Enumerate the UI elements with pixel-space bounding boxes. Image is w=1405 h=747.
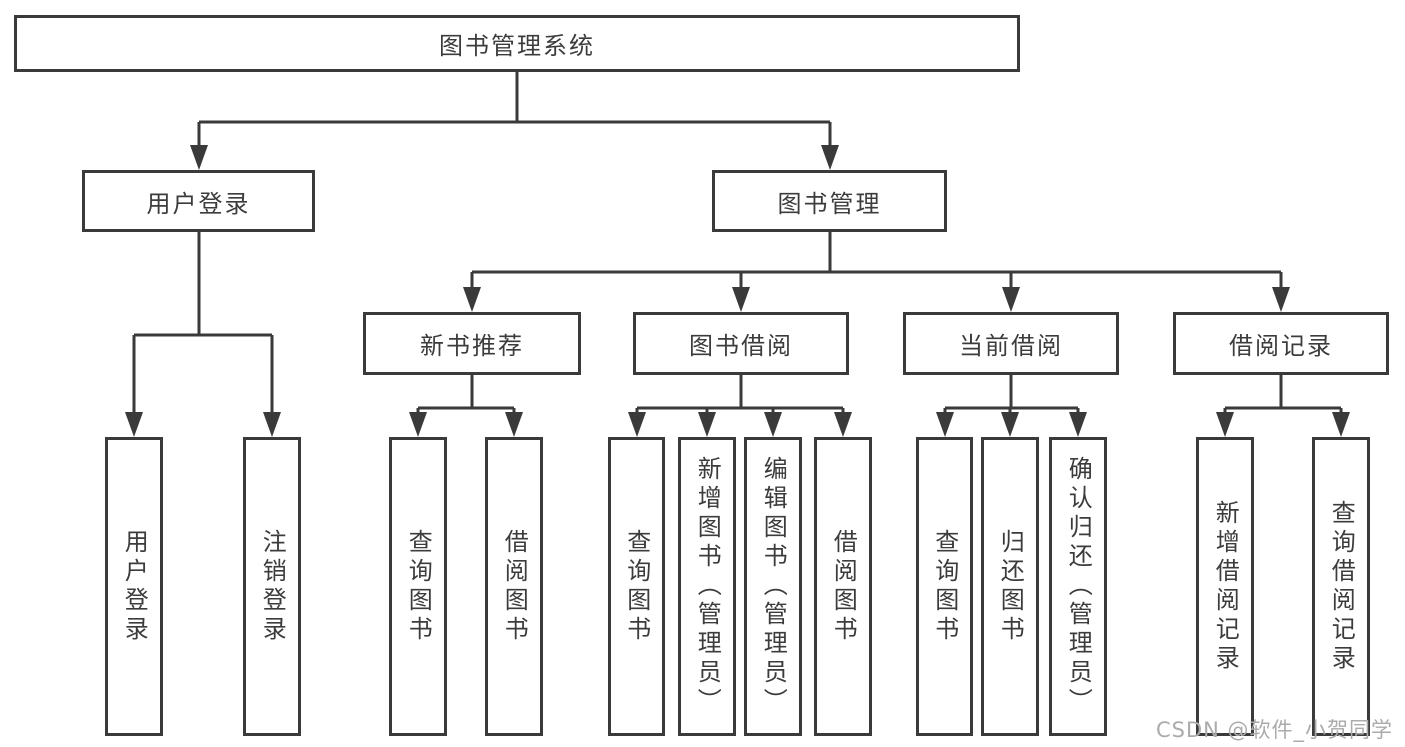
node-user-login: 用户登录 [82, 170, 315, 232]
edges-borrow-records-to-leaves [1216, 375, 1350, 437]
edges-new-book-to-leaves [409, 375, 523, 437]
leaf-borrow-books-b: 借阅图书 [814, 437, 872, 736]
node-borrow-records: 借阅记录 [1173, 312, 1389, 375]
edges-user-login-to-leaves [125, 232, 281, 437]
leaf-return-books: 归还图书 [981, 437, 1039, 736]
node-system-root: 图书管理系统 [14, 15, 1020, 72]
node-book-management: 图书管理 [712, 170, 947, 232]
leaf-confirm-return-admin-label: 确认归还（管理员） [1064, 456, 1093, 717]
leaf-logout-label: 注销登录 [258, 528, 287, 645]
leaf-return-books-label: 归还图书 [996, 528, 1025, 645]
leaf-query-borrow-record: 查询借阅记录 [1312, 437, 1370, 736]
leaf-user-login-label: 用户登录 [120, 528, 149, 645]
leaf-query-books-a: 查询图书 [389, 437, 447, 736]
leaf-borrow-books-a-label: 借阅图书 [500, 528, 529, 645]
edges-root-to-level2 [190, 72, 839, 170]
node-book-borrowing: 图书借阅 [633, 312, 849, 375]
leaf-query-books-c: 查询图书 [916, 437, 973, 736]
leaf-logout: 注销登录 [243, 437, 301, 736]
node-new-book-recommend: 新书推荐 [363, 312, 581, 375]
leaf-query-books-b: 查询图书 [608, 437, 665, 736]
leaf-edit-books-admin-label: 编辑图书（管理员） [759, 456, 788, 717]
leaf-query-books-c-label: 查询图书 [930, 528, 959, 645]
leaf-add-borrow-record: 新增借阅记录 [1196, 437, 1254, 736]
leaf-confirm-return-admin: 确认归还（管理员） [1049, 437, 1107, 736]
leaf-edit-books-admin: 编辑图书（管理员） [744, 437, 802, 736]
edges-current-borrowing-to-leaves [936, 375, 1087, 437]
leaf-add-borrow-record-label: 新增借阅记录 [1211, 499, 1240, 674]
leaf-add-books-admin-label: 新增图书（管理员） [693, 456, 722, 717]
node-current-borrowing: 当前借阅 [903, 312, 1119, 375]
leaf-add-books-admin: 新增图书（管理员） [678, 437, 736, 736]
leaf-query-borrow-record-label: 查询借阅记录 [1327, 499, 1356, 674]
leaf-query-books-b-label: 查询图书 [622, 528, 651, 645]
edges-book-management-to-level3 [463, 232, 1290, 312]
leaf-borrow-books-b-label: 借阅图书 [829, 528, 858, 645]
leaf-user-login: 用户登录 [105, 437, 163, 736]
leaf-borrow-books-a: 借阅图书 [485, 437, 543, 736]
csdn-watermark: CSDN @软件_小贺同学 [1156, 718, 1394, 742]
leaf-query-books-a-label: 查询图书 [404, 528, 433, 645]
edges-book-borrowing-to-leaves [628, 375, 852, 437]
